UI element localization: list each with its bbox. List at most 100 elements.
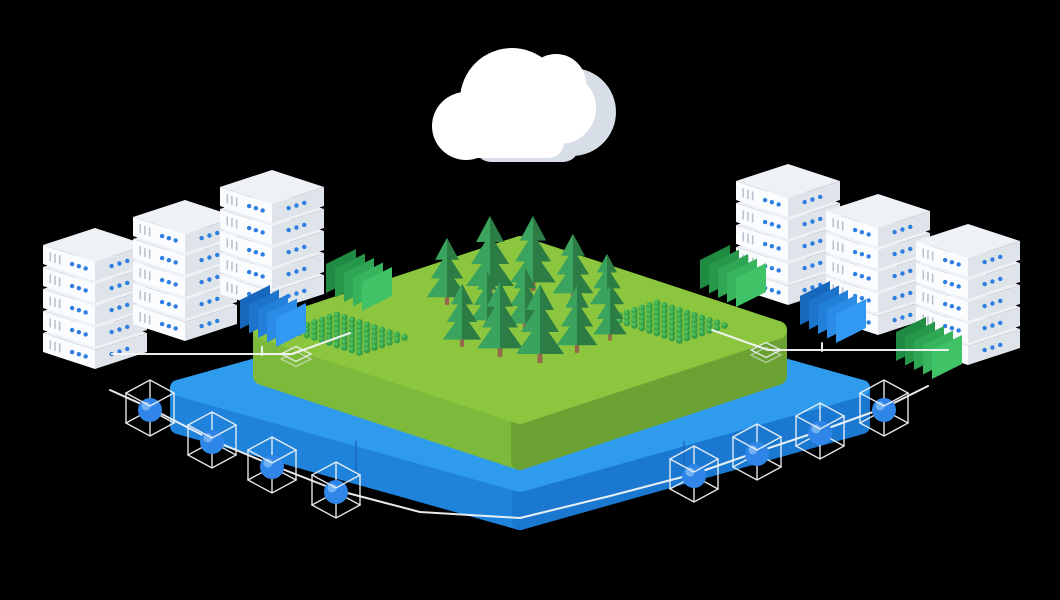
wireframe-node-cube: [186, 411, 238, 469]
bush-highlight: [661, 317, 666, 322]
tree-tier-right: [607, 253, 618, 273]
server-led: [260, 230, 265, 235]
bush-highlight: [326, 329, 331, 334]
server-led: [866, 254, 871, 259]
wireframe-node-cube: [246, 436, 298, 494]
server-led: [982, 325, 987, 331]
server-led: [246, 247, 252, 253]
server-led: [286, 271, 291, 277]
server-led: [215, 296, 220, 302]
server-led: [76, 330, 82, 335]
bush-highlight: [303, 331, 309, 336]
server-led: [117, 261, 122, 266]
server-led: [866, 320, 871, 325]
server-left-face: [133, 305, 185, 341]
tree-trunk: [574, 344, 580, 353]
tree-tier-right: [490, 216, 504, 242]
server-led: [215, 252, 220, 258]
server-left-face: [43, 267, 95, 303]
server-left-face: [133, 261, 185, 297]
tree-tier-right: [500, 316, 523, 349]
server-led: [125, 302, 130, 308]
tree-tier-left: [430, 253, 447, 279]
bush-highlight: [676, 307, 681, 312]
bush-highlight: [631, 317, 636, 322]
layer-card: [736, 263, 766, 307]
server-led: [83, 266, 88, 271]
tree-tier-right: [610, 310, 627, 335]
server-led: [802, 287, 807, 293]
server-rack-stack: [826, 194, 930, 335]
cube-top-face: [858, 379, 910, 407]
server-led: [302, 288, 307, 294]
server-led: [166, 236, 172, 241]
bush-highlight: [713, 319, 719, 324]
bush-highlight: [371, 324, 376, 329]
bush-highlight: [698, 324, 704, 329]
wireframe-square: [279, 345, 313, 368]
bush-highlight: [341, 314, 346, 319]
server-led: [76, 352, 82, 357]
bush-highlight: [706, 327, 711, 332]
wireframe-node-cube: [310, 461, 362, 519]
bush-highlight: [668, 319, 674, 324]
server-led: [900, 227, 905, 232]
server-led: [866, 232, 871, 237]
server-led: [207, 299, 212, 304]
bush-highlight: [661, 312, 666, 317]
server-led: [802, 199, 807, 205]
server-led: [998, 254, 1003, 260]
bush-highlight: [653, 319, 659, 324]
server-top-face: [826, 194, 930, 228]
tree-tier-right: [573, 233, 585, 256]
bush-highlight: [638, 304, 644, 309]
server-led: [294, 247, 299, 252]
bush-highlight: [333, 326, 339, 331]
server-led: [260, 208, 265, 213]
bush-highlight: [326, 324, 331, 329]
server-led: [173, 282, 178, 287]
bush-highlight: [638, 309, 644, 314]
bush-highlight: [661, 322, 666, 327]
server-led: [253, 250, 259, 255]
cube-top-face: [794, 402, 846, 430]
server-led: [117, 283, 122, 288]
bush-highlight: [646, 302, 651, 307]
tree-tier-right: [487, 271, 497, 290]
server-led: [810, 241, 815, 246]
bush-highlight: [638, 319, 644, 324]
bush-highlight: [623, 309, 629, 314]
server-led: [294, 291, 299, 296]
tree-tier-right: [540, 284, 554, 310]
wireframe-node-cube: [858, 379, 910, 437]
server-led: [900, 315, 905, 320]
pine-tree: [442, 283, 482, 347]
server-led: [246, 225, 252, 231]
bush-highlight: [668, 304, 674, 309]
bush-highlight: [341, 319, 346, 324]
server-led: [769, 200, 775, 205]
server-left-face: [133, 283, 185, 319]
server-led: [69, 305, 75, 311]
server-led: [769, 244, 775, 249]
bush-highlight: [683, 314, 689, 319]
server-led: [159, 255, 165, 261]
server-left-face: [133, 217, 185, 253]
tree-trunk: [460, 338, 464, 347]
server-left-face: [220, 231, 272, 267]
server-led: [207, 321, 212, 326]
server-led: [125, 280, 130, 286]
tree-tier-right: [447, 253, 464, 279]
server-led: [818, 260, 823, 266]
server-led: [83, 354, 88, 359]
wireframe-node-cube: [731, 423, 783, 481]
bush-highlight: [706, 317, 711, 322]
bush-highlight: [653, 324, 659, 329]
server-top-face: [220, 170, 324, 204]
server-led: [998, 276, 1003, 282]
tree-tier-left: [481, 299, 500, 328]
bush-highlight: [691, 332, 696, 337]
tree-tier-left: [513, 267, 525, 289]
tree-tier-right: [577, 285, 589, 308]
server-led: [173, 260, 178, 265]
